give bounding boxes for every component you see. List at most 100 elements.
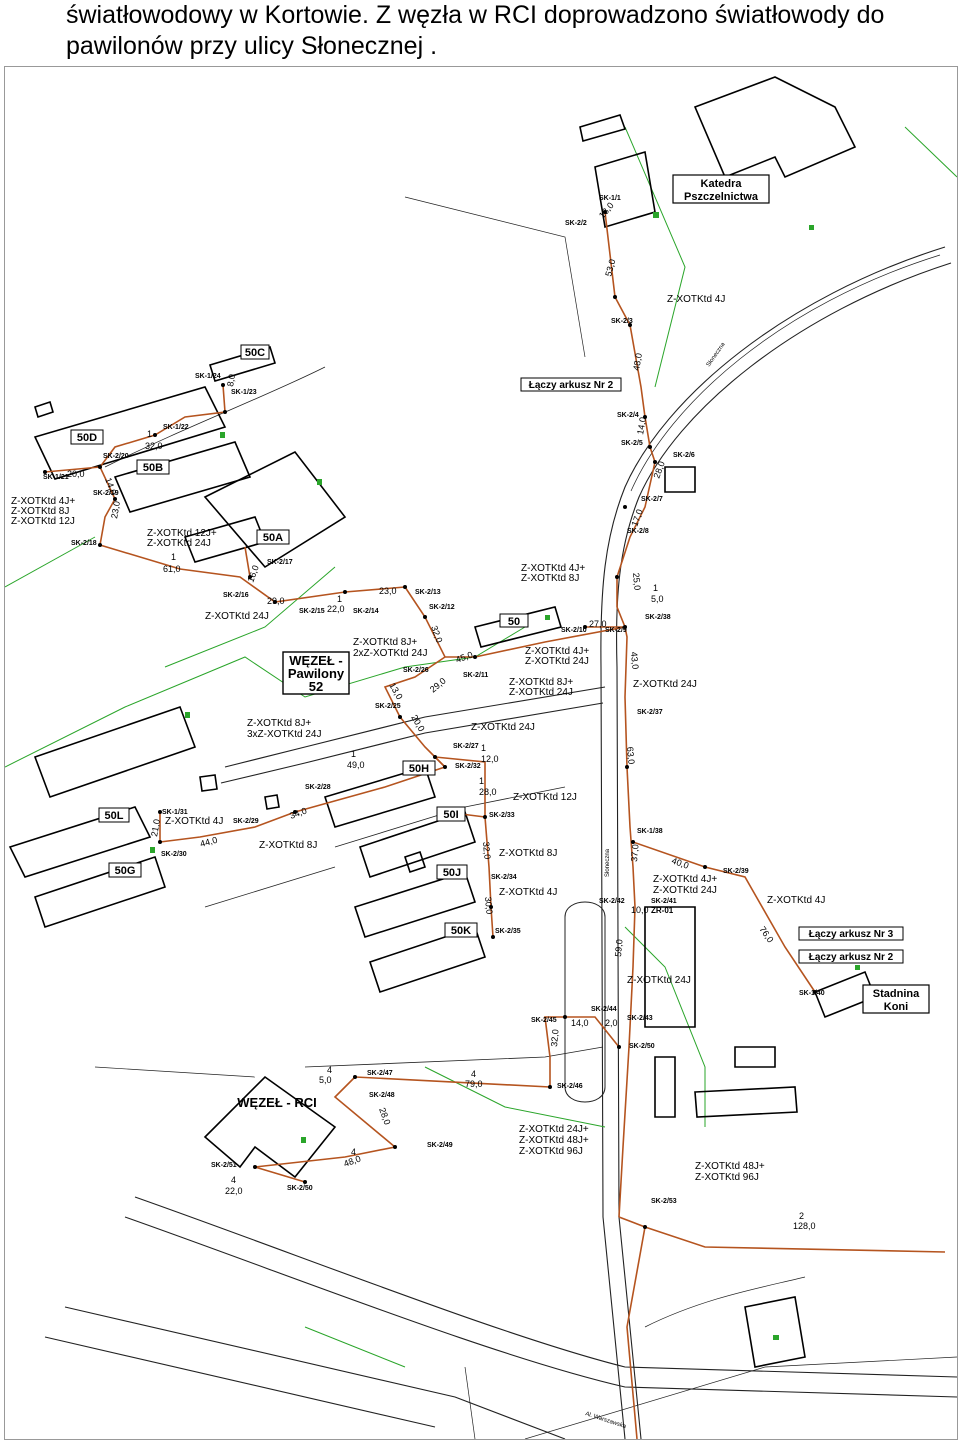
- distance-label: 14,0: [635, 416, 648, 435]
- cable-label: Z-XOTKtd 24J: [633, 679, 697, 690]
- street-label-sloneczna: Słoneczna: [605, 848, 611, 877]
- distance-label: 14,0: [571, 1018, 589, 1028]
- cable-label: Z-XOTKtd 8J: [521, 573, 579, 584]
- well-label: SK-1/38: [637, 828, 663, 835]
- well-label: SK-2/28: [305, 784, 331, 791]
- label-wezel-pawilony-1: WĘZEŁ -: [289, 653, 342, 668]
- well-label: SK-1/22: [163, 424, 189, 431]
- distance-label: 44,0: [199, 835, 219, 849]
- label-50i: 50I: [443, 809, 458, 821]
- distance-label: 22,0: [327, 604, 345, 614]
- well-label: SK-2/12: [429, 604, 455, 611]
- well-label: SK-2/25: [375, 703, 401, 710]
- cable-label: Z-XOTKtd 12J: [513, 792, 577, 803]
- caption-line-2: pawilonów przy ulicy Słonecznej .: [66, 32, 438, 60]
- label-50g: 50G: [115, 865, 136, 877]
- distance-label: 18,0: [597, 200, 616, 220]
- cable-label: Z-XOTKtd 4J+: [521, 563, 585, 574]
- distance-label: 43,0: [629, 651, 640, 669]
- cable-labels: Z-XOTKtd 4J Z-XOTKtd 4J+ Z-XOTKtd 8J Z-X…: [11, 294, 825, 1183]
- distance-label: 61,0: [163, 564, 181, 574]
- distance-label: 32,0: [429, 624, 444, 644]
- label-50a: 50A: [263, 532, 283, 544]
- well-label: SK-2/19: [93, 490, 119, 497]
- well-label: SK-2/50: [629, 1043, 655, 1050]
- well-label: SK-2/49: [427, 1142, 453, 1149]
- distance-label: 10,0: [631, 905, 649, 915]
- cable-label: Z-XOTKtd 4J: [667, 294, 725, 305]
- well-label: SK-2/34: [491, 874, 517, 881]
- label-wezel-pawilony-3: 52: [309, 679, 323, 694]
- count-labels: 1 1 1 1 1 1 1 4 4 4 4 2: [147, 429, 804, 1221]
- distance-label: 128,0: [793, 1221, 816, 1231]
- distance-label: 2,0: [605, 1018, 618, 1028]
- cable-label: Z-XOTKtd 4J+: [11, 496, 75, 507]
- distance-label: 29,0: [428, 676, 448, 695]
- sheet-link-1: Łączy arkusz Nr 2: [529, 380, 614, 391]
- well-label: SK-2/42: [599, 898, 625, 905]
- label-50d: 50D: [77, 432, 97, 444]
- label-katedra-1: Katedra: [701, 178, 743, 190]
- distance-label: 27,0: [589, 619, 607, 629]
- label-zr-01: ZR-01: [651, 906, 674, 915]
- caption-line-1: światłowodowy w Kortowie. Z węzła w RCI …: [66, 1, 885, 29]
- cable-label: Z-XOTKtd 8J+: [247, 718, 311, 729]
- count-label: 4: [231, 1175, 236, 1185]
- count-label: 2: [799, 1211, 804, 1221]
- well-label: SK-2/43: [627, 1015, 653, 1022]
- distance-label: 23,0: [109, 500, 122, 519]
- distance-label: 25,0: [631, 572, 642, 590]
- label-50k: 50K: [451, 925, 471, 937]
- cable-label: Z-XOTKtd 8J+: [353, 637, 417, 648]
- well-label: SK-2/14: [353, 608, 379, 615]
- well-label: SK-1/24: [195, 373, 221, 380]
- well-label: SK-2/33: [489, 812, 515, 819]
- well-labels: SK-1/1 SK-2/2 SK-2/3 SK-2/4 SK-2/5 SK-2/…: [43, 195, 825, 1205]
- well-label: SK-2/37: [637, 709, 663, 716]
- page-caption: światłowodowy w Kortowie. Z węzła w RCI …: [66, 0, 956, 62]
- distance-label: 37,0: [629, 844, 640, 862]
- cable-label: Z-XOTKtd 8J: [499, 848, 557, 859]
- well-label: SK-2/53: [651, 1198, 677, 1205]
- distance-labels: 18,0 53,0 48,0 14,0 28,0 17,0 8,0 32,0 2…: [67, 200, 816, 1231]
- well-label: SK-2/50: [287, 1185, 313, 1192]
- green-markers: [150, 212, 860, 1340]
- well-label: SK-1/1: [599, 195, 621, 202]
- distance-label: 5,0: [651, 594, 664, 604]
- cable-label: Z-XOTKtd 24J: [509, 687, 573, 698]
- distance-label: 53,0: [603, 258, 617, 278]
- distance-label: 45,0: [454, 649, 474, 664]
- distance-label: 12,0: [481, 754, 499, 764]
- street-label-warszawska: Al. Warszawska: [584, 1411, 627, 1430]
- well-label: SK-2/17: [267, 559, 293, 566]
- well-label: SK-2/41: [651, 898, 677, 905]
- well-label: SK-2/13: [415, 589, 441, 596]
- count-label: 4: [471, 1069, 476, 1079]
- distance-label: 28,0: [377, 1106, 392, 1126]
- label-wezel-rci: WĘZEŁ - RCI: [237, 1095, 316, 1110]
- cable-label: Z-XOTKtd 8J: [11, 506, 69, 517]
- cable-label: Z-XOTKtd 24J: [147, 538, 211, 549]
- cable-label: Z-XOTKtd 4J: [767, 895, 825, 906]
- cable-label: Z-XOTKtd 24J: [653, 885, 717, 896]
- label-50j: 50J: [443, 867, 461, 879]
- well-label: SK-2/20: [103, 453, 129, 460]
- cable-label: Z-XOTKtd 24J: [525, 656, 589, 667]
- distance-label: 32,0: [145, 441, 163, 451]
- distance-label: 34,0: [288, 805, 308, 820]
- distance-label: 17,0: [629, 508, 644, 528]
- well-label: SK-2/45: [531, 1017, 557, 1024]
- well-label: SK-2/6: [673, 452, 695, 459]
- distance-label: 29,0: [267, 596, 285, 606]
- map-canvas: Katedra Pszczelnictwa 50C 50D 50B 50A 50…: [5, 76, 957, 1439]
- distance-label: 23,0: [379, 586, 397, 596]
- distance-label: 20,0: [67, 469, 85, 479]
- count-label: 1: [171, 552, 176, 562]
- well-label: SK-2/47: [367, 1070, 393, 1077]
- well-label: SK-2/44: [591, 1006, 617, 1013]
- label-50l: 50L: [105, 810, 124, 822]
- count-label: 1: [147, 429, 152, 439]
- distance-label: 79,0: [465, 1079, 483, 1089]
- distance-label: 32,0: [549, 1029, 560, 1047]
- label-katedra-2: Pszczelnictwa: [684, 191, 759, 203]
